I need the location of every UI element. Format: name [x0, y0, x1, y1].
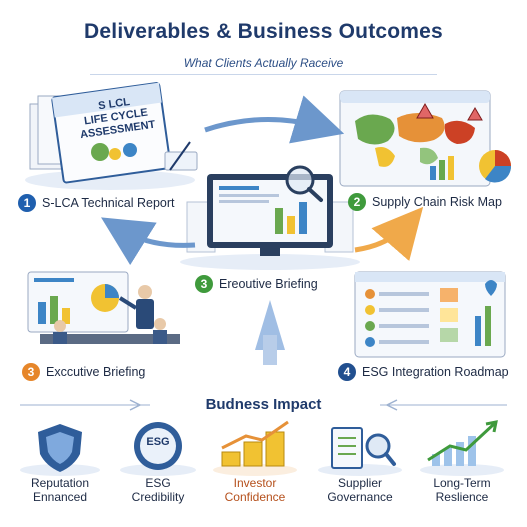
deliverable-1: 1 S-LCA Technical Report [18, 194, 174, 212]
deliverable-1-label: S-LCA Technical Report [42, 196, 175, 210]
deliverable-2-label: Supply Chain Risk Map [372, 195, 502, 209]
impact-item-3-line1: Investor [233, 476, 277, 490]
impact-divider [20, 399, 507, 411]
deliverable-2-number: 2 [348, 193, 366, 211]
esg-seal-text: ESG [146, 436, 170, 448]
roadmap-illustration [354, 271, 506, 358]
monitor-illustration [180, 165, 360, 270]
impact-title: Budness Impact [205, 396, 322, 413]
impact-item-4: Supplier Governance [310, 476, 410, 504]
risk-map-illustration [339, 90, 512, 187]
impact-item-5: Long-Term Reslience [412, 476, 512, 504]
impact-item-1-line1: Reputation [30, 476, 90, 490]
impact-item-2-line2: Credibility [131, 490, 185, 504]
deliverable-3-center-label: Ereoutive Briefing [219, 277, 318, 291]
report-illustration [25, 82, 198, 190]
esg-seal-icon [120, 422, 196, 476]
deliverable-3-center: 3 Ereoutive Briefing [195, 275, 318, 293]
deliverable-4-label: ESG Integration Roadmap [362, 365, 509, 379]
impact-item-4-line1: Supplier [337, 476, 383, 490]
impact-item-4-line2: Governance [327, 490, 393, 504]
subtitle-divider [90, 74, 437, 75]
clipboard-magnifier-icon [318, 427, 402, 476]
deliverable-1-number: 1 [18, 194, 36, 212]
deliverable-3-left-number: 3 [22, 363, 40, 381]
impact-item-1: Reputation Ennanced [10, 476, 110, 504]
impact-item-2: ESG Credibility [108, 476, 208, 504]
impact-item-1-line2: Ennanced [32, 490, 88, 504]
shield-icon [20, 424, 100, 476]
impact-item-5-line1: Long-Term [433, 476, 491, 490]
page-subtitle: What Clients Actually Raceive [183, 56, 344, 70]
deliverable-2: 2 Supply Chain Risk Map [348, 193, 502, 211]
impact-item-5-line2: Reslience [435, 490, 489, 504]
impact-icons [20, 420, 504, 476]
growth-chart-icon [420, 420, 504, 476]
impact-item-3: Investor Confidence [205, 476, 305, 504]
coins-chart-icon [213, 420, 297, 476]
deliverable-3-left: 3 Exccutive Briefing [22, 363, 145, 381]
flow-arrows [101, 95, 424, 365]
page-title: Deliverables & Business Outcomes [84, 20, 443, 43]
impact-item-2-line1: ESG [145, 476, 171, 490]
deliverable-3-center-number: 3 [195, 275, 213, 293]
impact-item-3-line2: Confidence [224, 490, 286, 504]
deliverable-3-left-label: Exccutive Briefing [46, 365, 146, 379]
deliverable-4-number: 4 [338, 363, 356, 381]
meeting-illustration [27, 271, 180, 344]
deliverable-4: 4 ESG Integration Roadmap [338, 363, 509, 381]
